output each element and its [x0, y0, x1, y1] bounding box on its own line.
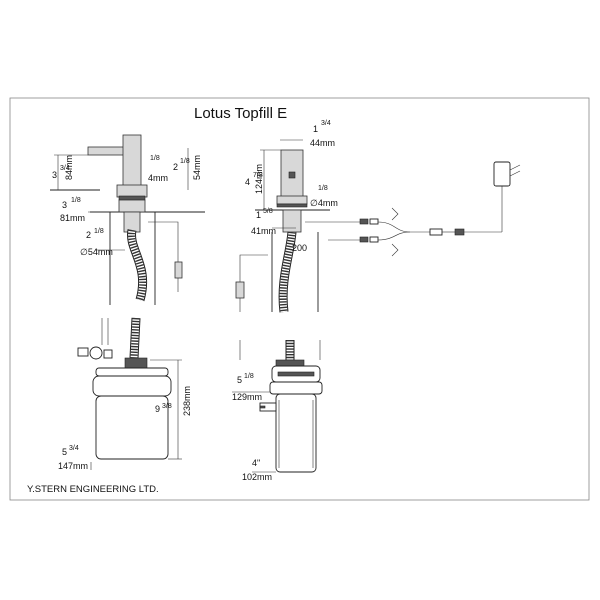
dim-pump-base: 4" 102mm	[242, 458, 276, 482]
dim-spout-reach: 3 1/8 81mm	[60, 197, 124, 223]
svg-text:1/8: 1/8	[150, 155, 160, 162]
svg-text:9: 9	[155, 404, 160, 414]
svg-text:5: 5	[237, 375, 242, 385]
svg-text:1/8: 1/8	[71, 197, 81, 204]
svg-text:3/4: 3/4	[321, 120, 331, 127]
drawing-title: Lotus Topfill E	[194, 105, 287, 122]
svg-text:41mm: 41mm	[251, 226, 276, 236]
svg-text:1/8: 1/8	[94, 228, 104, 235]
drawing-frame	[9, 97, 590, 501]
dim-spout-height: 3 3/4 84mm	[52, 154, 88, 190]
dim-spout-wall: 1/8 4mm	[148, 155, 168, 183]
svg-text:3: 3	[62, 200, 67, 210]
dim-faucet-top: 1 3/4 44mm	[280, 120, 335, 148]
company-name: Y.STERN ENGINEERING LTD.	[27, 484, 159, 495]
dim-shank: 1 5/8 41mm 200	[251, 208, 307, 253]
svg-text:102mm: 102mm	[242, 472, 272, 482]
svg-text:4: 4	[245, 177, 250, 187]
svg-text:124mm: 124mm	[254, 164, 264, 194]
dim-tank-width: 5 3/4 147mm	[58, 445, 92, 471]
svg-text:1/8: 1/8	[318, 185, 328, 192]
svg-text:1/8: 1/8	[180, 158, 190, 165]
svg-text:3/4: 3/4	[60, 165, 70, 172]
dim-base: 2 1/8 ∅54mm	[80, 228, 125, 257]
dim-tank-height: 9 3/8 238mm	[155, 386, 192, 416]
svg-text:81mm: 81mm	[60, 213, 85, 223]
svg-text:54mm: 54mm	[192, 155, 202, 180]
dim-pump-width: 5 1/8 129mm	[232, 373, 270, 402]
svg-text:∅4mm: ∅4mm	[310, 198, 338, 208]
faucet-elevation-right	[235, 149, 521, 313]
svg-text:7/8: 7/8	[253, 172, 263, 179]
svg-text:4mm: 4mm	[148, 173, 168, 183]
svg-text:1: 1	[313, 124, 318, 134]
dim-head-wall: 1/8 ∅4mm	[310, 185, 338, 208]
tank-left	[77, 317, 182, 460]
svg-text:147mm: 147mm	[58, 461, 88, 471]
svg-text:84mm: 84mm	[64, 155, 74, 180]
dim-head: 4 7/8 124mm	[245, 149, 281, 210]
svg-text:3: 3	[52, 170, 57, 180]
svg-text:3/4: 3/4	[69, 445, 79, 452]
svg-text:238mm: 238mm	[182, 386, 192, 416]
svg-text:1/8: 1/8	[244, 373, 254, 380]
svg-text:2: 2	[86, 230, 91, 240]
svg-text:5: 5	[62, 447, 67, 457]
tank-right	[239, 340, 323, 473]
svg-text:3/8: 3/8	[162, 403, 172, 410]
svg-text:2: 2	[173, 162, 178, 172]
svg-text:44mm: 44mm	[310, 138, 335, 148]
svg-text:200: 200	[292, 243, 307, 253]
faucet-elevation-left	[50, 134, 205, 305]
svg-text:4": 4"	[252, 458, 260, 468]
dim-body: 2 1/8 54mm	[173, 148, 202, 190]
svg-text:129mm: 129mm	[232, 392, 262, 402]
svg-text:5/8: 5/8	[263, 208, 273, 215]
svg-text:∅54mm: ∅54mm	[80, 247, 113, 257]
svg-text:1: 1	[256, 210, 261, 220]
